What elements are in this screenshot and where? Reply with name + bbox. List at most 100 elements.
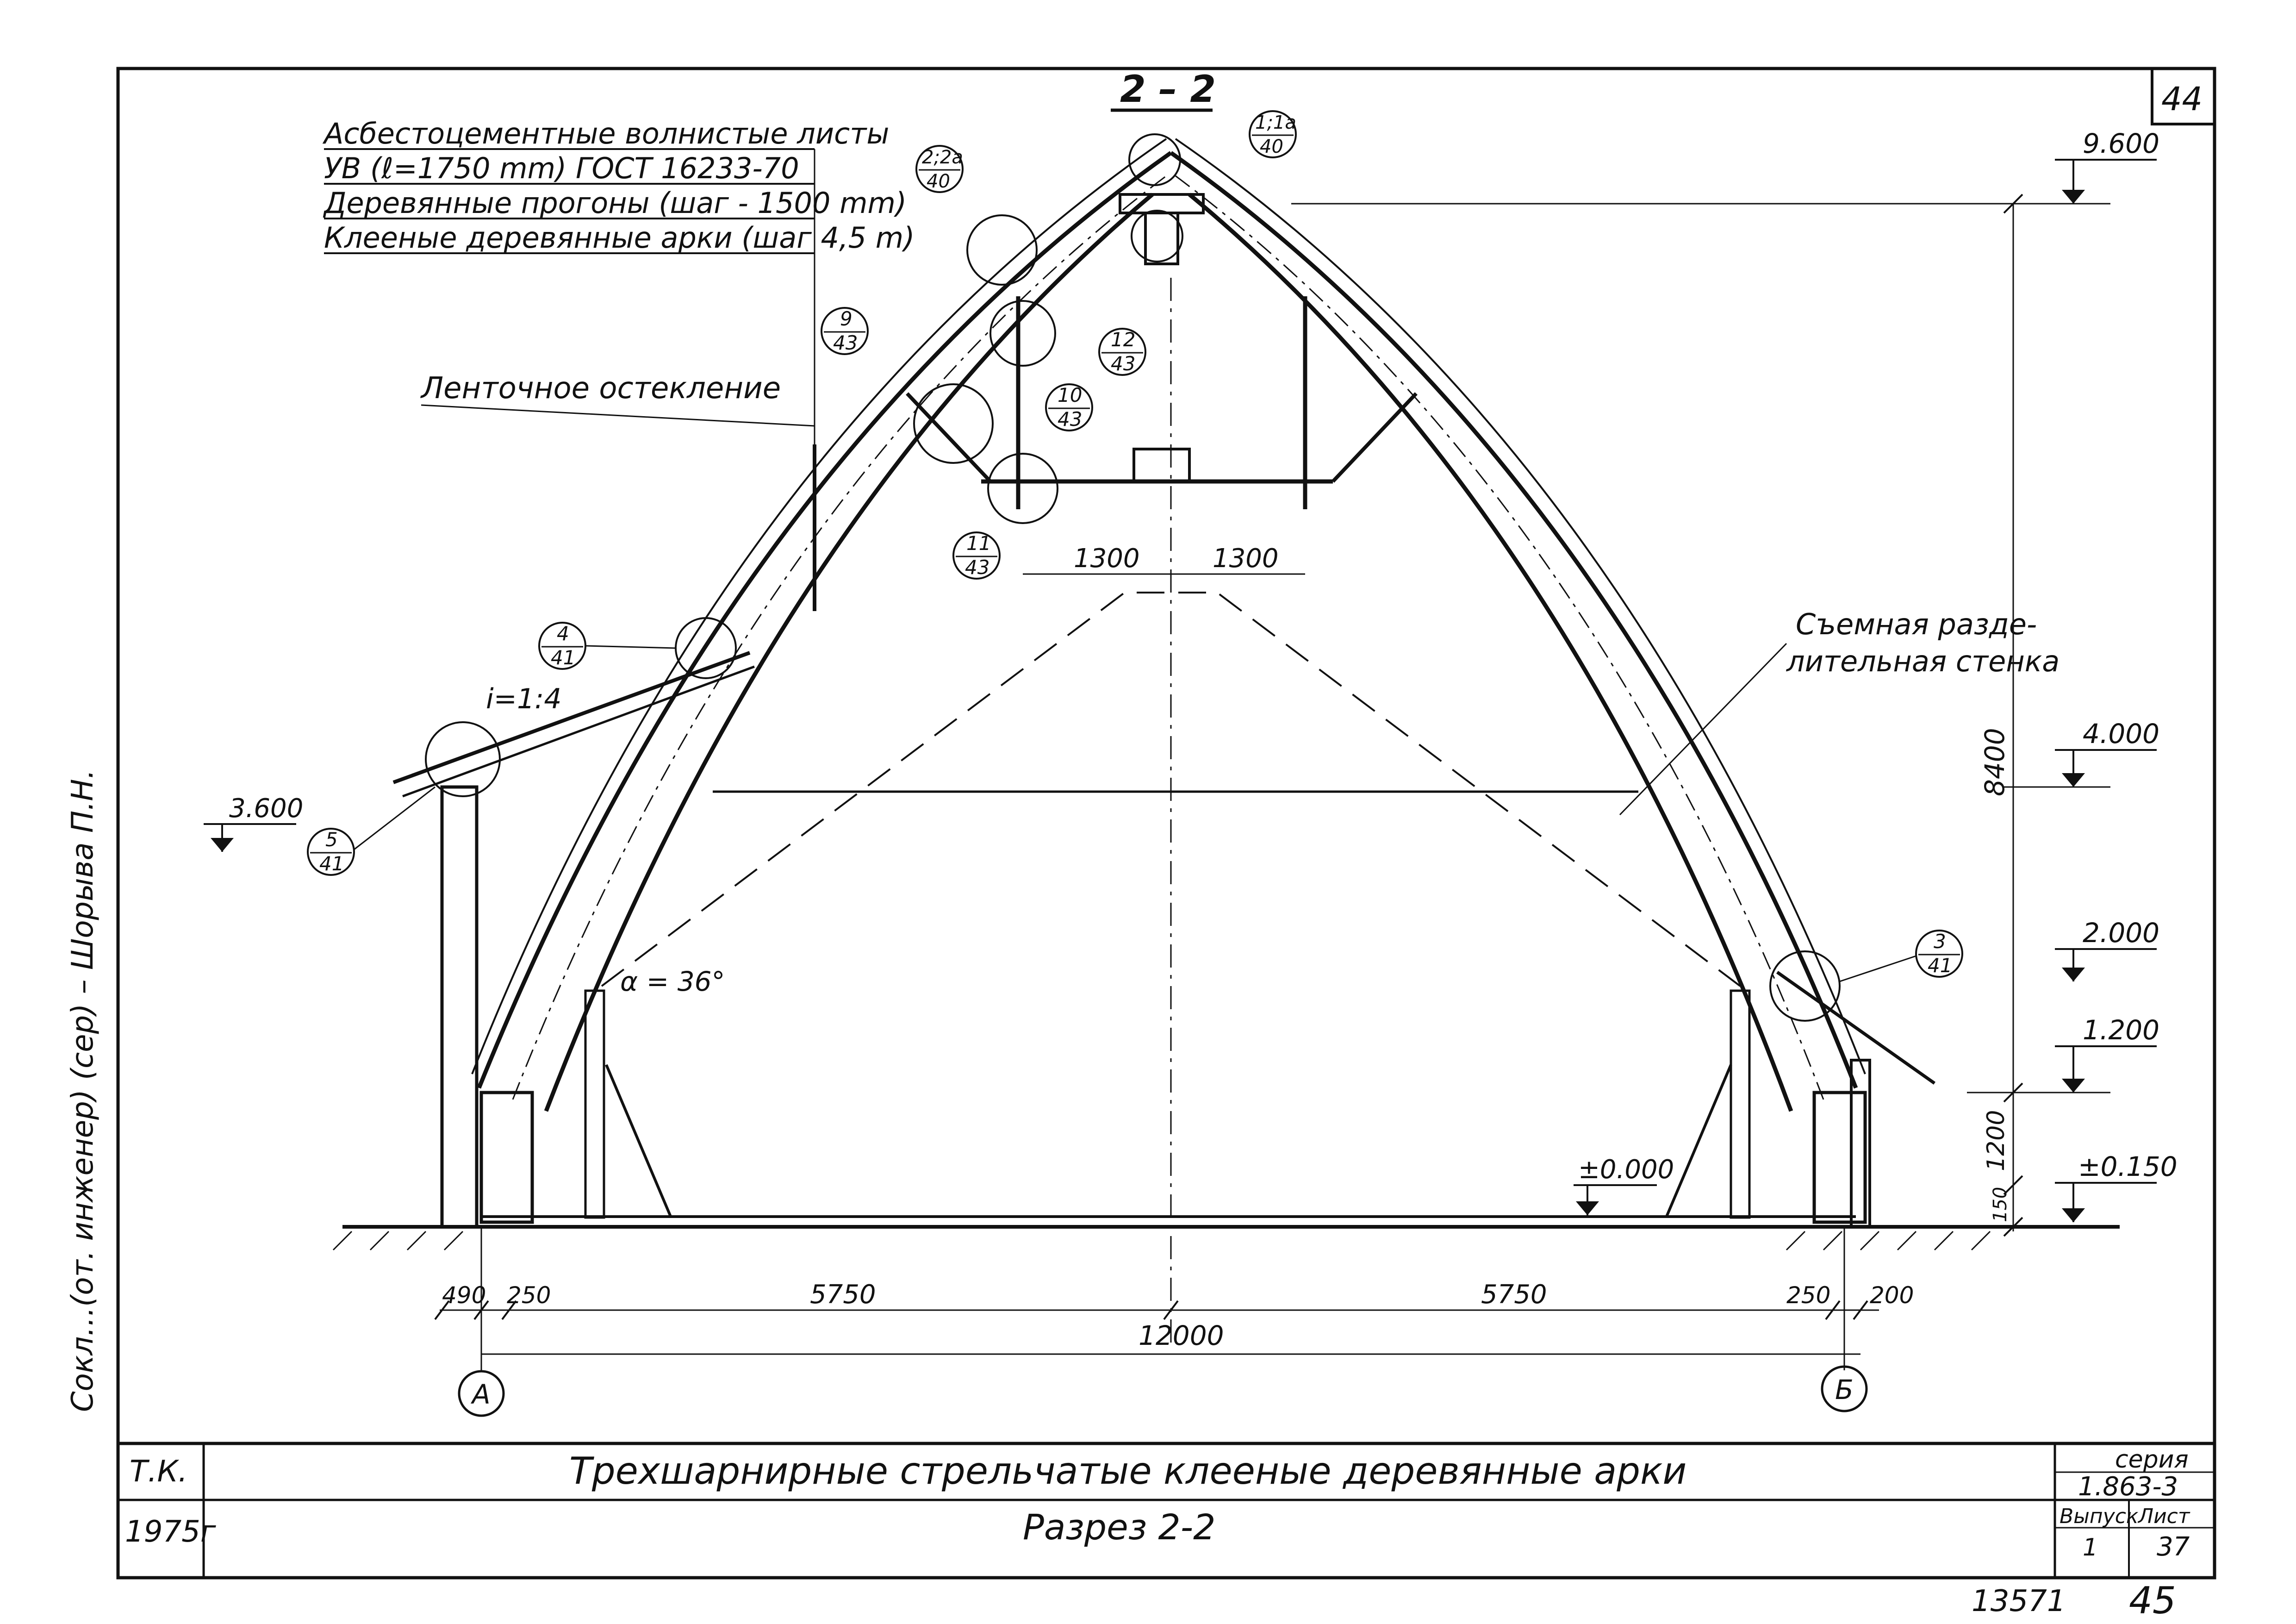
title-sheet-value: 37	[2157, 1532, 2190, 1562]
dim-150: 150	[1990, 1187, 2011, 1222]
title-series-label: серия	[2115, 1446, 2189, 1474]
sheet-frame	[116, 67, 2216, 1580]
dim-1200: 1200	[1982, 1110, 2010, 1171]
title-author: Т.К.	[130, 1455, 187, 1489]
axis-b-marker	[1821, 1365, 1868, 1412]
title-series-value: 1.863-3	[2078, 1472, 2178, 1502]
dim-chain-ticks	[434, 1300, 1868, 1320]
arch-inner-right	[1188, 193, 1793, 1112]
svg-text:4.000: 4.000	[2083, 718, 2159, 750]
layer-note-2: УВ (ℓ=1750 mm) ГОСТ 16233-70	[324, 151, 799, 185]
roofing-left	[471, 138, 1167, 1074]
slope-label: i=1:4	[486, 683, 562, 715]
callout-4: 4 41	[538, 622, 676, 670]
margin-text: Сокл…(от. инженер) (сер) – Шорыва П.Н.	[66, 769, 100, 1412]
ground-hatch	[332, 1230, 1991, 1251]
svg-text:±0.150: ±0.150	[2078, 1151, 2178, 1182]
title-issue-value: 1	[2083, 1534, 2098, 1562]
dim-490: 490	[442, 1282, 486, 1309]
layer-note-4: Клееные деревянные арки (шаг 4,5 m)	[324, 221, 915, 255]
axis-a-marker	[458, 1370, 505, 1417]
callout-5-sheet: 41	[319, 852, 344, 875]
callout-9: 9 43	[821, 307, 869, 355]
title-year: 1975г	[125, 1515, 216, 1549]
foundation-right	[1812, 1091, 1867, 1224]
ceiling-fixture	[1132, 448, 1191, 483]
dim-1300-right: 1300	[1213, 543, 1279, 574]
partition-label-1: Съемная разде-	[1796, 607, 2037, 641]
roofing-right	[1175, 138, 1866, 1074]
dim-200: 200	[1870, 1282, 1914, 1309]
partition-label-2: лительная стенка	[1786, 644, 2060, 678]
callout-9-num: 9	[840, 307, 852, 330]
svg-text:1.200: 1.200	[2083, 1014, 2159, 1046]
callout-10-sheet: 43	[1058, 408, 1082, 431]
brace-right	[1665, 1064, 1732, 1218]
layer-note-1: Асбестоцементные волнистые листы	[322, 117, 889, 150]
callout-12-sheet: 43	[1111, 352, 1135, 375]
dim-12000: 12000	[1139, 1320, 1224, 1351]
brick-post-left	[584, 989, 605, 1219]
page-number-bottom: 45	[2129, 1579, 2176, 1622]
vertical-dim-ticks	[2003, 194, 2023, 1237]
arch-axis-left	[512, 175, 1167, 1100]
svg-text:±0.000: ±0.000	[1578, 1155, 1674, 1185]
callout-3: 3 41	[1839, 930, 1963, 982]
callout-5-num: 5	[325, 828, 338, 851]
callout-1a-sheet: 40	[1260, 136, 1283, 157]
glazing-label: Ленточное остекление	[420, 371, 781, 406]
elevation-9600: 9.600	[2055, 128, 2159, 204]
axis-b-label: Б	[1835, 1374, 1854, 1405]
callout-1a: 1;1а 40	[1249, 110, 1297, 158]
right-wall	[1850, 1059, 1871, 1228]
dim-5750-right: 5750	[1481, 1280, 1547, 1310]
elevation-4000: 4.000	[2055, 718, 2159, 787]
callout-11-num: 11	[966, 532, 991, 555]
detail-circles	[425, 133, 1841, 1022]
ridge-bracket	[1144, 212, 1179, 265]
callout-2a-num: 2;2а	[922, 147, 963, 168]
callout-9-sheet: 43	[833, 331, 858, 354]
callout-4-sheet: 41	[551, 646, 575, 669]
elevation-2000: 2.000	[2055, 917, 2159, 981]
callout-3-sheet: 41	[1928, 954, 1952, 977]
brace-left	[605, 1064, 672, 1218]
callout-10-num: 10	[1058, 384, 1082, 406]
page-number-top: 44	[2161, 80, 2203, 118]
dim-8400: 8400	[1979, 728, 2010, 796]
title-sheet-label: Лист	[2137, 1505, 2190, 1528]
elevation-1200: 1.200	[2055, 1014, 2159, 1093]
arch-outer-right	[1170, 151, 1858, 1089]
svg-text:9.600: 9.600	[2083, 128, 2159, 159]
canopy-left-2	[402, 665, 755, 798]
svg-text:2.000: 2.000	[2083, 917, 2159, 949]
dim-250-left: 250	[507, 1282, 551, 1309]
callout-10: 10 43	[1045, 383, 1093, 431]
brick-post-right	[1730, 989, 1751, 1219]
partition-leader	[1619, 643, 1787, 816]
arch-outer-left	[477, 151, 1172, 1089]
strut-right	[1332, 392, 1418, 483]
page-number-box	[2151, 67, 2216, 125]
callout-2a-sheet: 40	[927, 171, 950, 192]
section-title: 2 – 2	[1120, 68, 1216, 111]
left-wall	[440, 785, 479, 1229]
glazing-leader	[421, 404, 815, 427]
stamp-number: 13571	[1972, 1584, 2066, 1618]
callout-11: 11 43	[952, 531, 1001, 580]
callout-2a: 2;2а 40	[915, 145, 964, 193]
elevation-3600: 3.600	[204, 793, 303, 852]
layer-note-3: Деревянные прогоны (шаг - 1500 mm)	[323, 186, 907, 220]
arch-axis-right	[1175, 175, 1824, 1100]
foundation-left	[479, 1091, 534, 1224]
dim-250-right: 250	[1786, 1282, 1830, 1309]
strut-left	[906, 392, 992, 483]
callout-4-num: 4	[557, 622, 569, 645]
svg-text:3.600: 3.600	[229, 793, 303, 824]
callout-12-num: 12	[1111, 328, 1135, 351]
title-main: Трехшарнирные стрельчатые клееные деревя…	[569, 1449, 1686, 1493]
callout-3-num: 3	[1934, 930, 1946, 953]
elevation-0150: ±0.150	[2055, 1151, 2178, 1222]
callout-5: 5 41	[307, 786, 436, 876]
